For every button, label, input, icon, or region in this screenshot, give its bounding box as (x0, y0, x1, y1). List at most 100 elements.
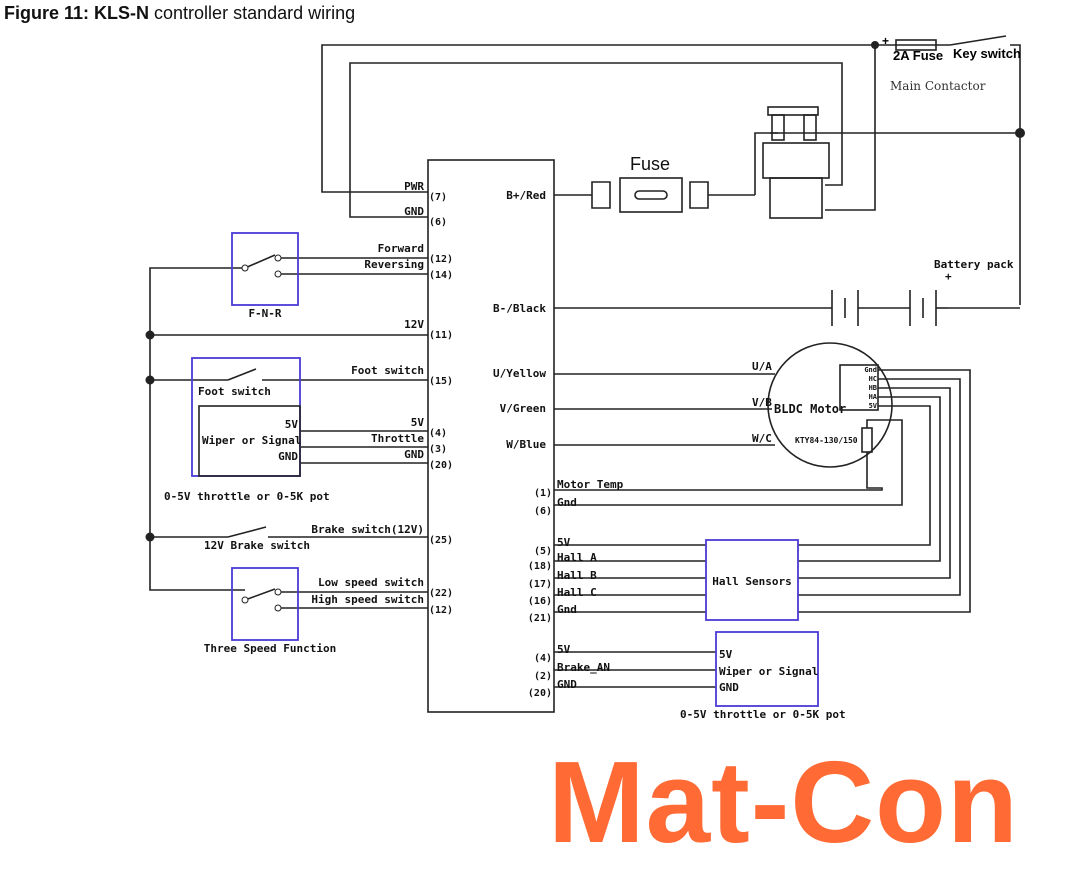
svg-text:5V: 5V (285, 418, 299, 431)
pin-label: Motor Temp (557, 478, 624, 491)
svg-text:GND: GND (719, 681, 739, 694)
svg-text:Three Speed Function: Three Speed Function (204, 642, 336, 655)
brake-pot-box (715, 631, 819, 707)
svg-text:BLDC Motor: BLDC Motor (774, 402, 846, 416)
main-contactor (754, 106, 830, 219)
pin-label: Hall A (557, 551, 597, 564)
pin-label: HC (869, 375, 877, 383)
junction (1015, 128, 1025, 138)
svg-text:V/Green: V/Green (500, 402, 546, 415)
pin-label: (4) (534, 653, 552, 664)
pin-label: Hall C (557, 586, 597, 599)
figure-title: Figure 11: KLS-N controller standard wir… (4, 3, 356, 23)
pin-label: (15) (429, 376, 453, 387)
pin-label: (5) (534, 546, 552, 557)
svg-text:+: + (882, 34, 889, 48)
right-pin-labels: Motor Temp (1) Gnd (6) 5V (5) Hall A (18) Hall B… (528, 478, 624, 699)
svg-text:F-N-R: F-N-R (248, 307, 281, 320)
pin-label: Hall B (557, 569, 597, 582)
svg-text:0-5V throttle or 0-5K pot: 0-5V throttle or 0-5K pot (680, 708, 846, 721)
battery-pack (831, 290, 948, 326)
svg-text:B+/Red: B+/Red (506, 189, 546, 202)
svg-text:U/Yellow: U/Yellow (493, 367, 546, 380)
svg-text:W/C: W/C (752, 432, 772, 445)
svg-text:12V Brake switch: 12V Brake switch (204, 539, 310, 552)
bldc-motor (767, 342, 893, 468)
pin-label: 5V (557, 643, 571, 656)
svg-text:GND: GND (278, 450, 298, 463)
watermark-logo: Mat-Con (548, 737, 1019, 867)
main-fuse (619, 177, 683, 213)
pin-label: (7) (429, 192, 447, 203)
svg-text:KTY84-130/150: KTY84-130/150 (795, 436, 858, 445)
key-switch (949, 35, 1007, 46)
fuse-tabs (591, 181, 709, 209)
pin-label: (6) (429, 217, 447, 228)
pin-label: Brake switch(12V) (311, 523, 424, 536)
pin-label: (2) (534, 671, 552, 682)
main-contactor-label: Main Contactor (890, 79, 986, 93)
pin-label: Foot switch (351, 364, 424, 377)
pwr-wire (321, 44, 1021, 305)
fuse-label: Fuse (630, 154, 670, 174)
svg-text:Wiper or Signal: Wiper or Signal (719, 665, 818, 678)
svg-text:0-5V throttle or 0-5K pot: 0-5V throttle or 0-5K pot (164, 490, 330, 503)
pin-label: GND (557, 678, 577, 691)
pin-label: (12) (429, 254, 453, 265)
pin-label: Throttle (371, 432, 424, 445)
pin-label: (6) (534, 506, 552, 517)
pin-label: (1) (534, 488, 552, 499)
coil-wire (825, 45, 876, 211)
pin-label: GND (404, 448, 424, 461)
pin-label: Gnd (557, 496, 577, 509)
pin-label: HA (869, 393, 878, 401)
svg-text:V/B: V/B (752, 396, 772, 409)
svg-text:+: + (945, 270, 952, 283)
controller-box (427, 159, 555, 713)
svg-text:Foot switch: Foot switch (198, 385, 271, 398)
fuse-2a (895, 39, 937, 51)
pin-label: Gnd (557, 603, 577, 616)
pin-label: (17) (528, 579, 552, 590)
left-wires (149, 254, 428, 609)
pin-label: (20) (528, 688, 552, 699)
pin-label: (18) (528, 561, 552, 572)
battery-pack-label: Battery pack (934, 258, 1014, 271)
pin-label: (16) (528, 596, 552, 607)
svg-text:U/A: U/A (752, 360, 772, 373)
pin-label: (12) (429, 605, 453, 616)
junction (871, 41, 879, 49)
pin-label: (4) (429, 428, 447, 439)
pin-label: 5V (557, 536, 571, 549)
motor-sensor-wires (554, 369, 971, 688)
key-switch-label: Key switch (953, 46, 1021, 61)
pin-label: (22) (429, 588, 453, 599)
hall-sensors-box (705, 539, 799, 621)
left-pin-labels: PWR(7)GND(6)Forward(12)Reversing(14)12V(… (311, 180, 453, 616)
pin-label: (3) (429, 444, 447, 455)
pin-label: 5V (411, 416, 425, 429)
pin-label: GND (404, 205, 424, 218)
gnd-wire (349, 62, 843, 218)
pin-label: (11) (429, 330, 453, 341)
svg-text:Wiper or Signal: Wiper or Signal (202, 434, 301, 447)
fuse-2a-label: 2A Fuse (893, 48, 943, 63)
pin-label: Gnd (864, 366, 877, 374)
pin-label: (25) (429, 535, 453, 546)
pin-label: Low speed switch (318, 576, 424, 589)
svg-text:Hall Sensors: Hall Sensors (712, 575, 791, 588)
three-speed-box (231, 567, 299, 641)
pin-label: 12V (404, 318, 424, 331)
pin-label: PWR (404, 180, 424, 193)
svg-text:W/Blue: W/Blue (506, 438, 546, 451)
pin-label: (21) (528, 613, 552, 624)
pin-label: (14) (429, 270, 453, 281)
svg-text:B-/Black: B-/Black (493, 302, 546, 315)
pin-label: 5V (869, 402, 878, 410)
fnr-switch-box (231, 232, 299, 306)
pin-label: (20) (429, 460, 453, 471)
pin-label: Reversing (364, 258, 424, 271)
pin-label: HB (869, 384, 877, 392)
pin-label: High speed switch (311, 593, 424, 606)
